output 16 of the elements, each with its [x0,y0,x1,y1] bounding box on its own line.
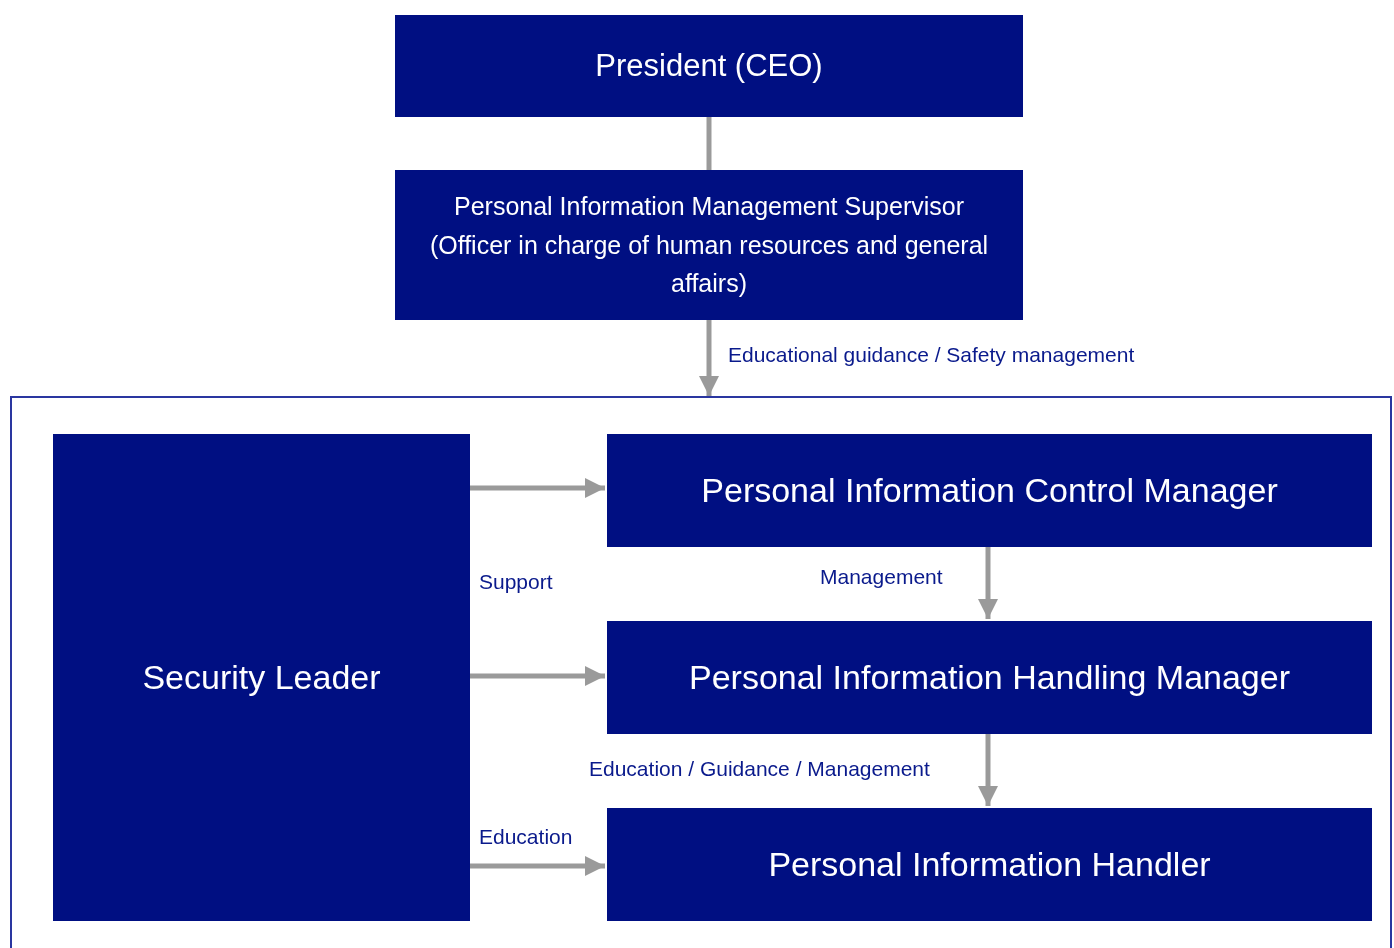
role-box [607,808,1372,921]
role-box [395,15,1023,117]
role-title: Personal Information Handling Manager [688,657,1291,698]
role-title: Security Leader [141,657,382,698]
role-box [395,170,1023,320]
role-box [607,434,1372,547]
role-title: Personal Information Control Manager [700,470,1279,511]
role-title: Personal Information Management Supervisor (Officer in charge of human resources and general affairs) [428,190,990,300]
role-title: Personal Information Handler [767,844,1212,885]
connector-arrow [699,320,719,396]
connector-arrow [978,732,998,806]
role-box [607,621,1372,734]
connector-arrow [978,545,998,619]
group-frame [10,396,1392,948]
role-box [53,434,470,921]
role-title: President (CEO) [594,47,824,85]
